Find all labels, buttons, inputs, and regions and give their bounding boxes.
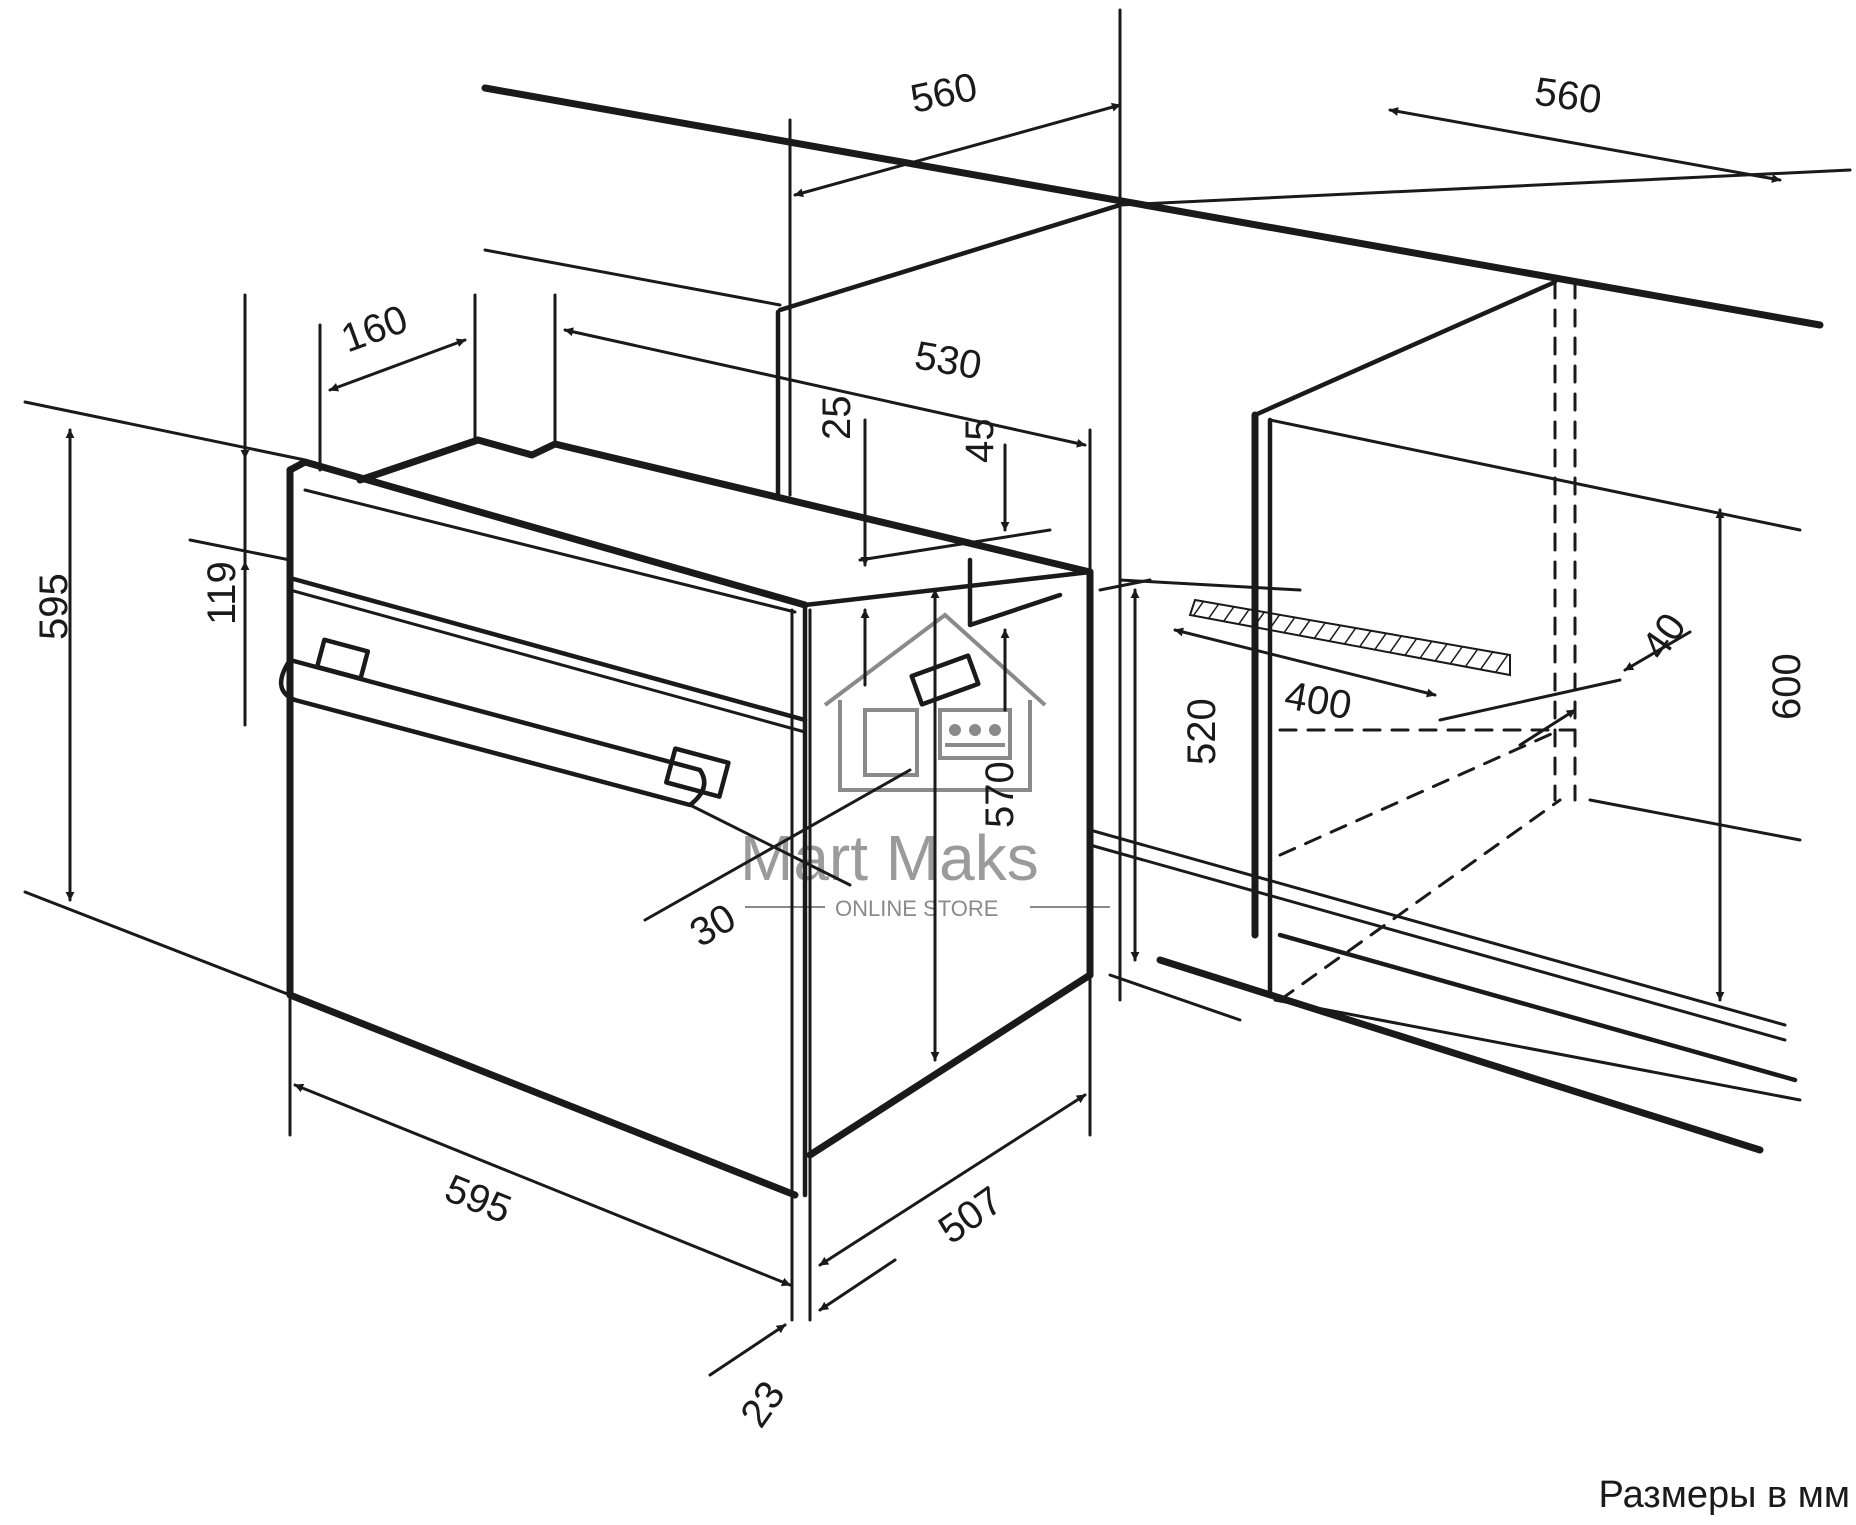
dim-vent-depth: 400 [1281, 673, 1354, 728]
dim-vent-25: 25 [815, 396, 859, 441]
dim-inner-height: 570 [978, 761, 1022, 828]
dim-top-left-width: 560 [907, 65, 981, 122]
dim-handle-30: 30 [683, 895, 744, 955]
dim-width-bottom: 595 [439, 1166, 517, 1232]
dim-depth-bottom: 507 [931, 1178, 1011, 1252]
dim-niche-height: 520 [1180, 698, 1224, 765]
units-caption: Размеры в мм [1598, 1474, 1850, 1516]
door-latch [909, 653, 981, 707]
house-logo-icon [823, 612, 1047, 792]
dim-vent-40: 40 [1633, 605, 1695, 667]
dim-panel-height: 119 [200, 561, 244, 625]
oven-handle [279, 637, 731, 808]
vent-slot [1188, 598, 1511, 677]
kitchen-cabinet [481, 8, 1852, 1154]
dim-vent-45: 45 [958, 419, 1002, 464]
dim-cabinet-height: 600 [1765, 653, 1809, 720]
dim-cable-offset: 160 [336, 297, 414, 361]
watermark-brand: Mart Maks [740, 822, 1039, 894]
dim-front-23: 23 [732, 1373, 794, 1435]
dim-height-left: 595 [32, 573, 76, 640]
dim-depth-top: 530 [911, 333, 984, 388]
dim-top-right-width: 560 [1532, 70, 1604, 123]
dimension-labels: 560 560 160 530 595 119 25 45 520 570 59… [32, 65, 1809, 1435]
dimension-lines [23, 102, 1782, 1377]
watermark: Mart Maks ONLINE STORE [740, 612, 1110, 921]
watermark-tagline: ONLINE STORE [835, 896, 998, 921]
